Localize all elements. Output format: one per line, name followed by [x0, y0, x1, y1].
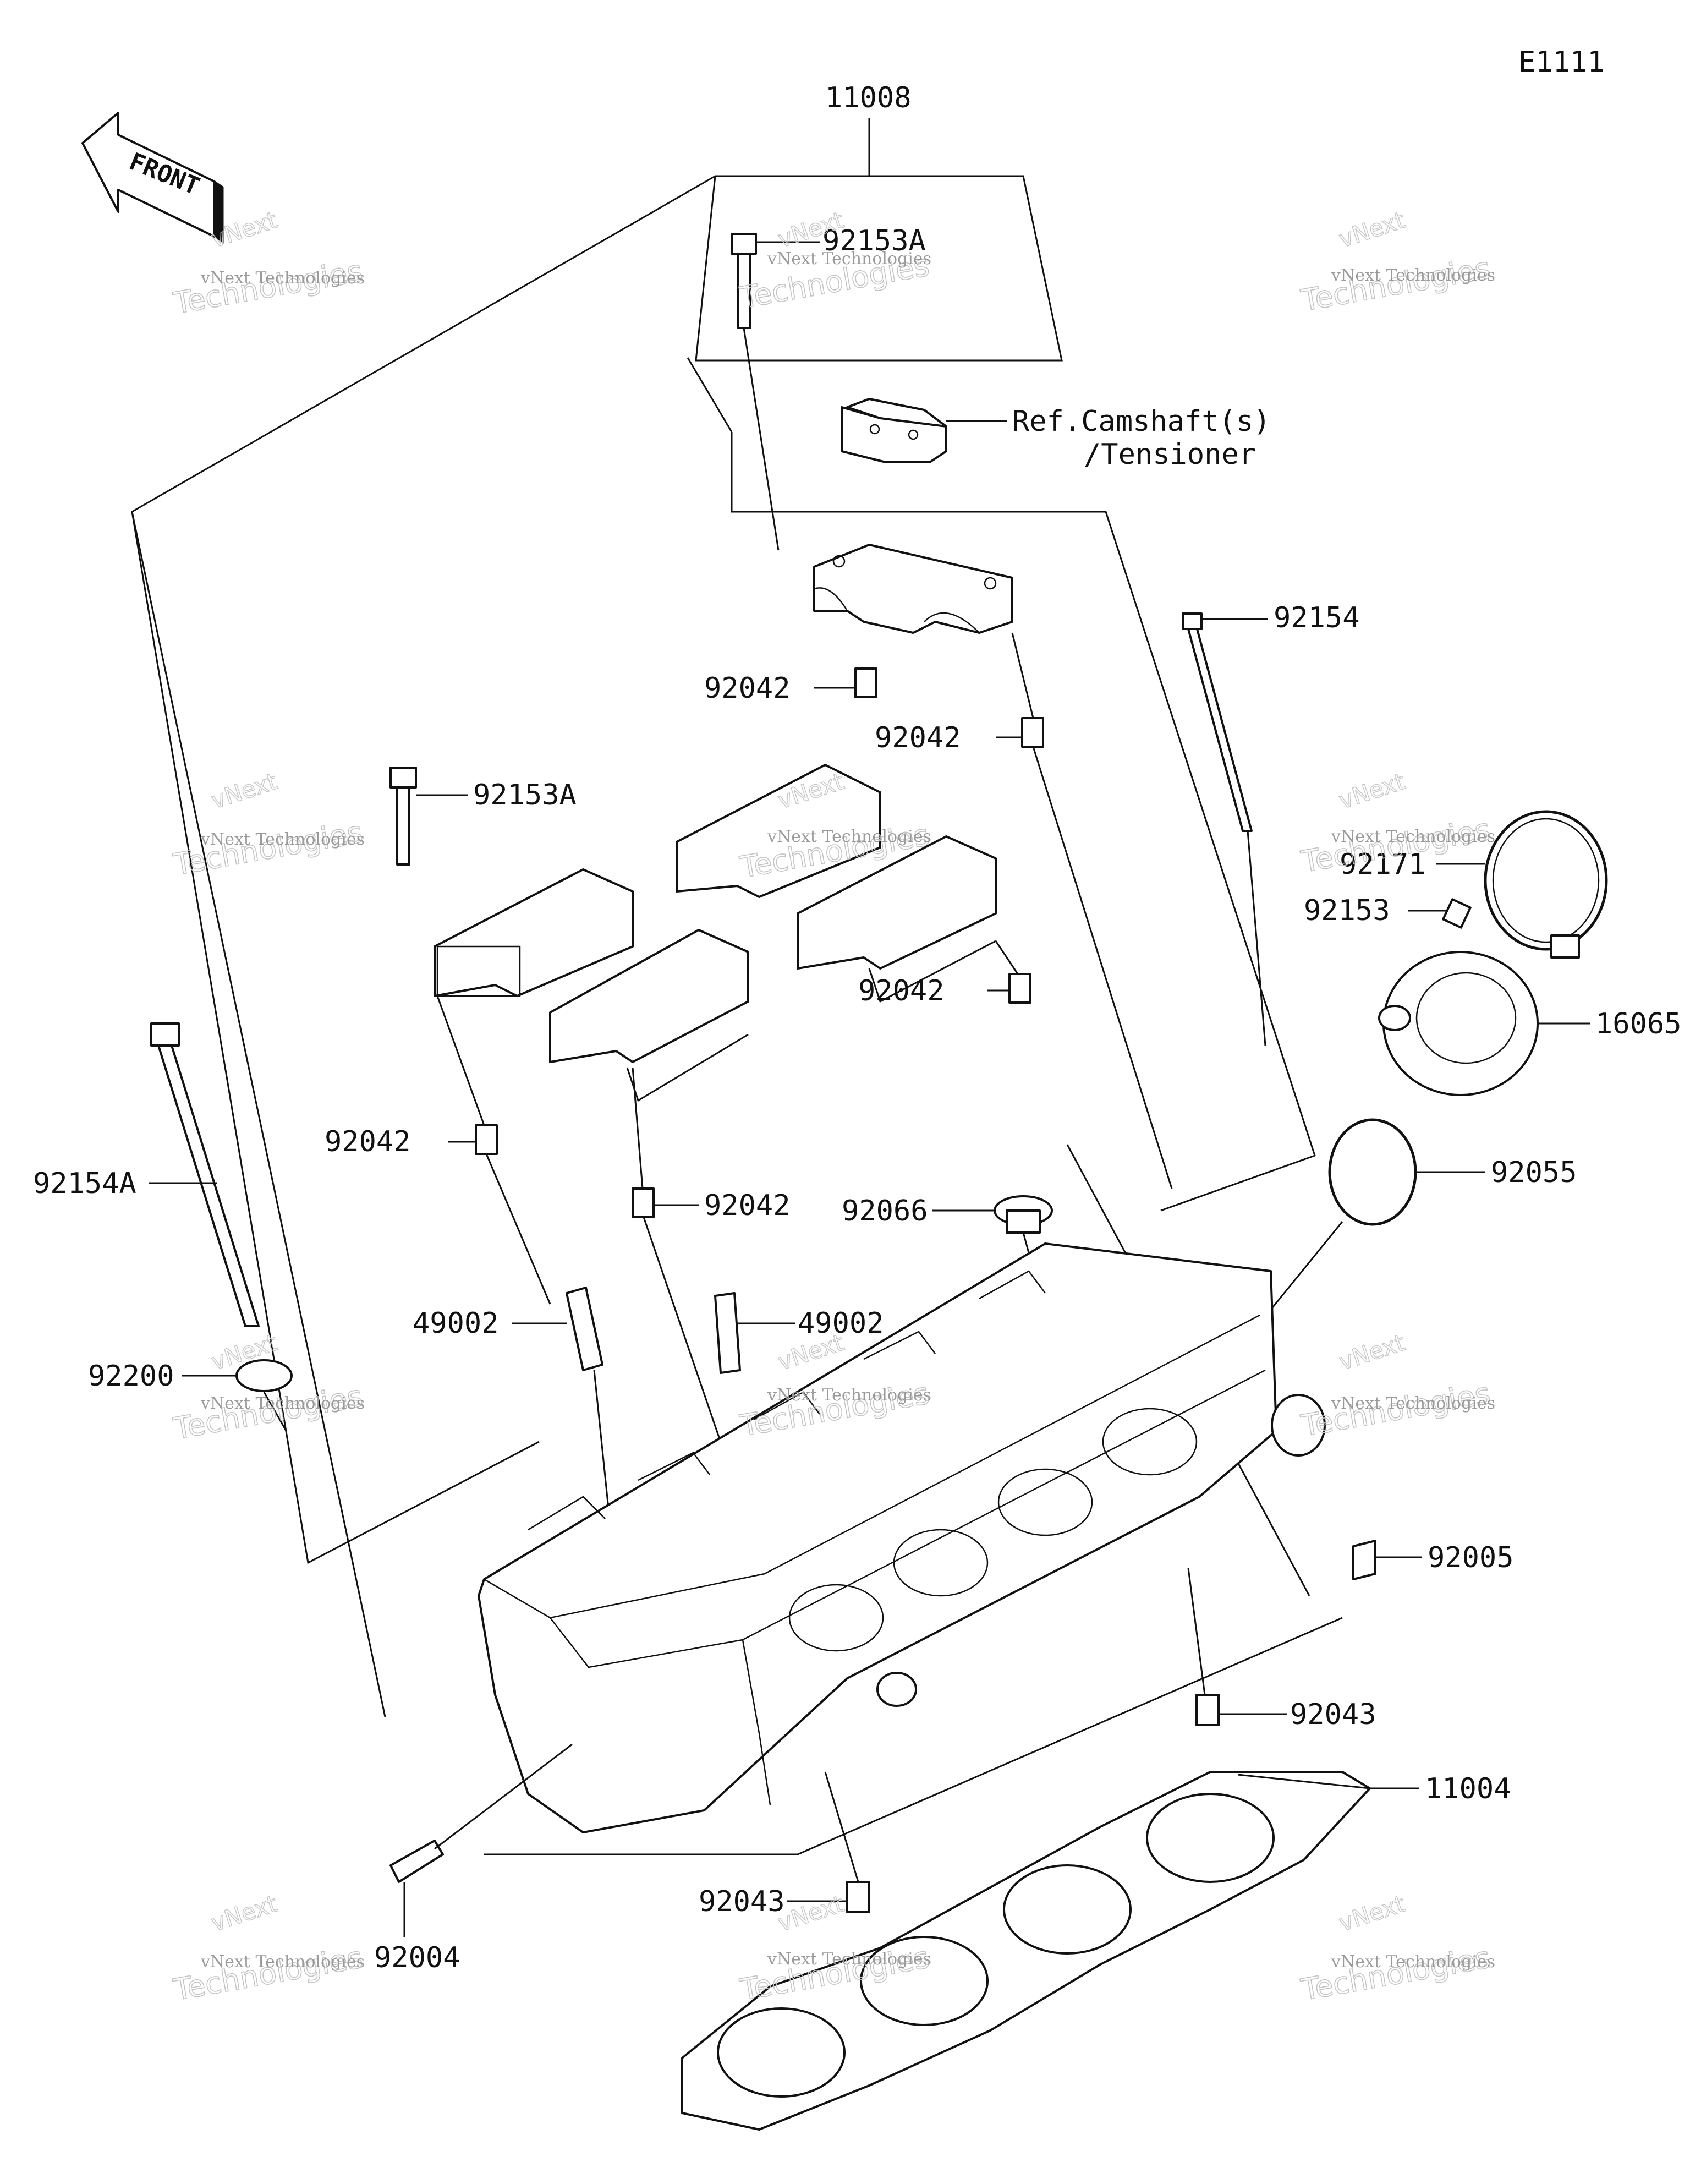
- head-gasket-11004: [681, 1771, 1419, 2131]
- svg-text:Technologies: Technologies: [171, 1940, 365, 2007]
- stud-92004: [389, 1743, 573, 1937]
- callout-16065: 16065: [1595, 1008, 1682, 1041]
- bolt-92153a-left: [389, 767, 417, 866]
- callout-92154: 92154: [1274, 601, 1360, 634]
- svg-text:vNext Technologies: vNext Technologies: [767, 249, 931, 269]
- watermark-4: vNext Technologies vNext Technologies: [171, 767, 366, 883]
- callout-92042-d: 92042: [325, 1125, 411, 1158]
- svg-text:vNext: vNext: [775, 1890, 847, 1937]
- svg-text:vNext Technologies: vNext Technologies: [767, 827, 931, 846]
- dowel-92042-e: [632, 1067, 727, 1459]
- svg-text:vNext Technologies: vNext Technologies: [1331, 1394, 1495, 1413]
- callout-92153a-left: 92153A: [473, 779, 577, 812]
- callout-92200: 92200: [88, 1360, 174, 1393]
- svg-text:Technologies: Technologies: [1298, 1940, 1493, 2007]
- callout-92171: 92171: [1340, 848, 1426, 881]
- bolt-92154: [1182, 612, 1266, 1046]
- camshaft-cap-3: [676, 764, 881, 898]
- front-arrow-icon: FRONT: [81, 112, 224, 244]
- tensioner-bracket: [841, 398, 947, 463]
- svg-text:vNext Technologies: vNext Technologies: [200, 1394, 365, 1413]
- callout-92042-b: 92042: [875, 721, 961, 754]
- camshaft-cap-2: [549, 929, 749, 1063]
- svg-text:vNext Technologies: vNext Technologies: [200, 269, 365, 288]
- callout-49002-right: 49002: [798, 1307, 884, 1340]
- reference-note-line1: Ref.Camshaft(s): [1012, 405, 1271, 438]
- svg-text:vNext Technologies: vNext Technologies: [1331, 1952, 1495, 1972]
- callout-92153a-top: 92153A: [822, 225, 926, 258]
- screw-92005: [1352, 1540, 1422, 1580]
- svg-text:vNext Technologies: vNext Technologies: [767, 1950, 931, 1969]
- camshaft-cap-1: [434, 868, 634, 997]
- svg-text:vNext: vNext: [208, 768, 281, 814]
- callout-92153: 92153: [1304, 894, 1390, 927]
- dowel-92042-b: [996, 632, 1173, 1189]
- camshaft-cap-top: [813, 544, 1013, 634]
- cylinder-head-11008: [478, 1242, 1326, 1833]
- callout-92042-e: 92042: [704, 1189, 791, 1222]
- callout-92066: 92066: [842, 1195, 928, 1228]
- callout-92043-right: 92043: [1290, 1698, 1376, 1731]
- callout-49002-left: 49002: [413, 1307, 499, 1340]
- reference-note-line2: /Tensioner: [1084, 438, 1256, 471]
- svg-text:vNext: vNext: [1336, 1329, 1408, 1376]
- callout-92154a: 92154A: [33, 1167, 136, 1200]
- svg-text:vNext: vNext: [208, 1890, 281, 1937]
- callout-11004: 11004: [1425, 1772, 1511, 1805]
- assembly-bracket-lines: [131, 118, 1343, 1855]
- svg-text:vNext Technologies: vNext Technologies: [200, 1952, 365, 1972]
- watermark-6: vNext Technologies vNext Technologies: [1298, 767, 1495, 880]
- valve-guide-49002-left: [512, 1287, 612, 1530]
- valve-guide-49002-right: [714, 1292, 795, 1374]
- svg-text:vNext Technologies: vNext Technologies: [1331, 827, 1495, 846]
- dowel-92042-d: [436, 995, 551, 1305]
- holder-16065: [1378, 951, 1590, 1096]
- callout-92042-a: 92042: [704, 672, 791, 705]
- dowel-92043-right: [1187, 1568, 1287, 1726]
- screw-92153: [1408, 898, 1472, 929]
- callout-92005: 92005: [1428, 1541, 1514, 1574]
- svg-text:vNext: vNext: [1336, 768, 1408, 814]
- dowel-92042-a: [814, 667, 877, 698]
- clamp-92171: [1484, 810, 1608, 959]
- callout-92043-bottom: 92043: [699, 1885, 785, 1918]
- callout-92042-c: 92042: [858, 975, 945, 1008]
- svg-text:vNext: vNext: [1336, 206, 1408, 253]
- svg-text:vNext: vNext: [1336, 1890, 1408, 1937]
- watermark-2: vNext Technologies vNext Technologies: [737, 206, 932, 316]
- bolt-92154a: [149, 1022, 260, 1327]
- camshaft-cap-4: [797, 835, 997, 970]
- svg-text:vNext Technologies: vNext Technologies: [1331, 266, 1495, 285]
- bolt-92153a-top: [731, 233, 780, 551]
- watermark-12: vNext Technologies vNext Technologies: [1298, 1890, 1495, 2008]
- svg-text:vNext Technologies: vNext Technologies: [200, 830, 365, 849]
- svg-text:vNext Technologies: vNext Technologies: [767, 1386, 931, 1405]
- watermark-9: vNext Technologies vNext Technologies: [1298, 1328, 1495, 1444]
- dowel-92042-c: [987, 940, 1031, 1004]
- watermark-10: vNext Technologies vNext Technologies: [171, 1890, 366, 2008]
- watermark-3: vNext Technologies vNext Technologies: [1298, 206, 1495, 319]
- callout-92055: 92055: [1491, 1156, 1577, 1189]
- dowel-92043-bottom: [787, 1771, 870, 1913]
- callout-11008: 11008: [825, 81, 912, 114]
- callout-92004: 92004: [374, 1941, 460, 1974]
- diagram-code: E1111: [1518, 46, 1605, 79]
- washer-92200: [182, 1359, 293, 1431]
